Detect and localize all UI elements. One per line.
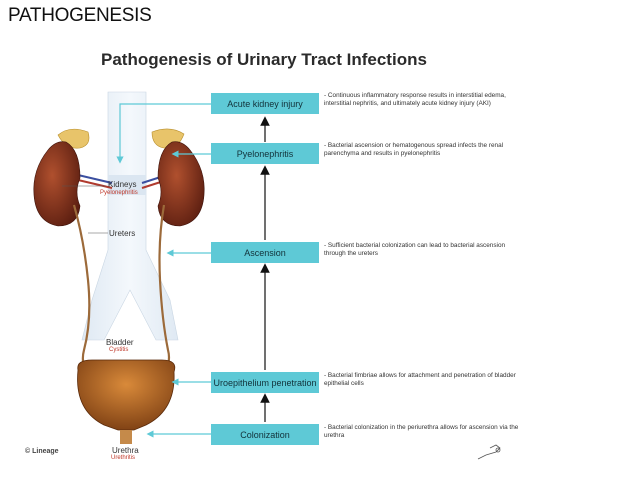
label-kidneys: Kidneys (108, 180, 137, 189)
desc-pyelonephritis: - Bacterial ascension or hematogenous sp… (324, 142, 504, 157)
desc-acute-kidney-injury: - Continuous inflammatory response resul… (324, 92, 506, 107)
signature-mark (477, 444, 501, 460)
link-arrows (116, 103, 211, 438)
label-pyelonephritis: Pyelonephritis (100, 190, 138, 196)
label-urethritis: Urethritis (111, 455, 136, 461)
desc-colonization: - Bacterial colonization in the periuret… (324, 424, 519, 439)
desc-ascension: - Sufficient bacterial colonization can … (324, 242, 506, 257)
copyright-notice: © Lineage (25, 448, 59, 455)
great-vessels (81, 91, 179, 341)
label-bladder: Bladder (106, 338, 134, 347)
label-ureters: Ureters (109, 229, 136, 238)
stage-pyelonephritis: Pyelonephritis (211, 143, 319, 164)
stage-uroepithelium-penetration: Uroepithelium penetration (211, 372, 319, 393)
bladder (77, 359, 176, 444)
label-cystitis: Cystitis (109, 347, 129, 353)
label-urethra: Urethra (112, 446, 139, 455)
stage-ascension: Ascension (211, 242, 319, 263)
kidneys (33, 141, 205, 227)
figure-title: Pathogenesis of Urinary Tract Infections (101, 50, 427, 69)
stage-acute-kidney-injury: Acute kidney injury (211, 93, 319, 114)
desc-uroepithelium-penetration: - Bacterial fimbriae allows for attachme… (324, 372, 516, 387)
stage-colonization: Colonization (211, 424, 319, 445)
slide-title: PATHOGENESIS (8, 5, 152, 26)
anatomy-leaders (62, 185, 108, 234)
